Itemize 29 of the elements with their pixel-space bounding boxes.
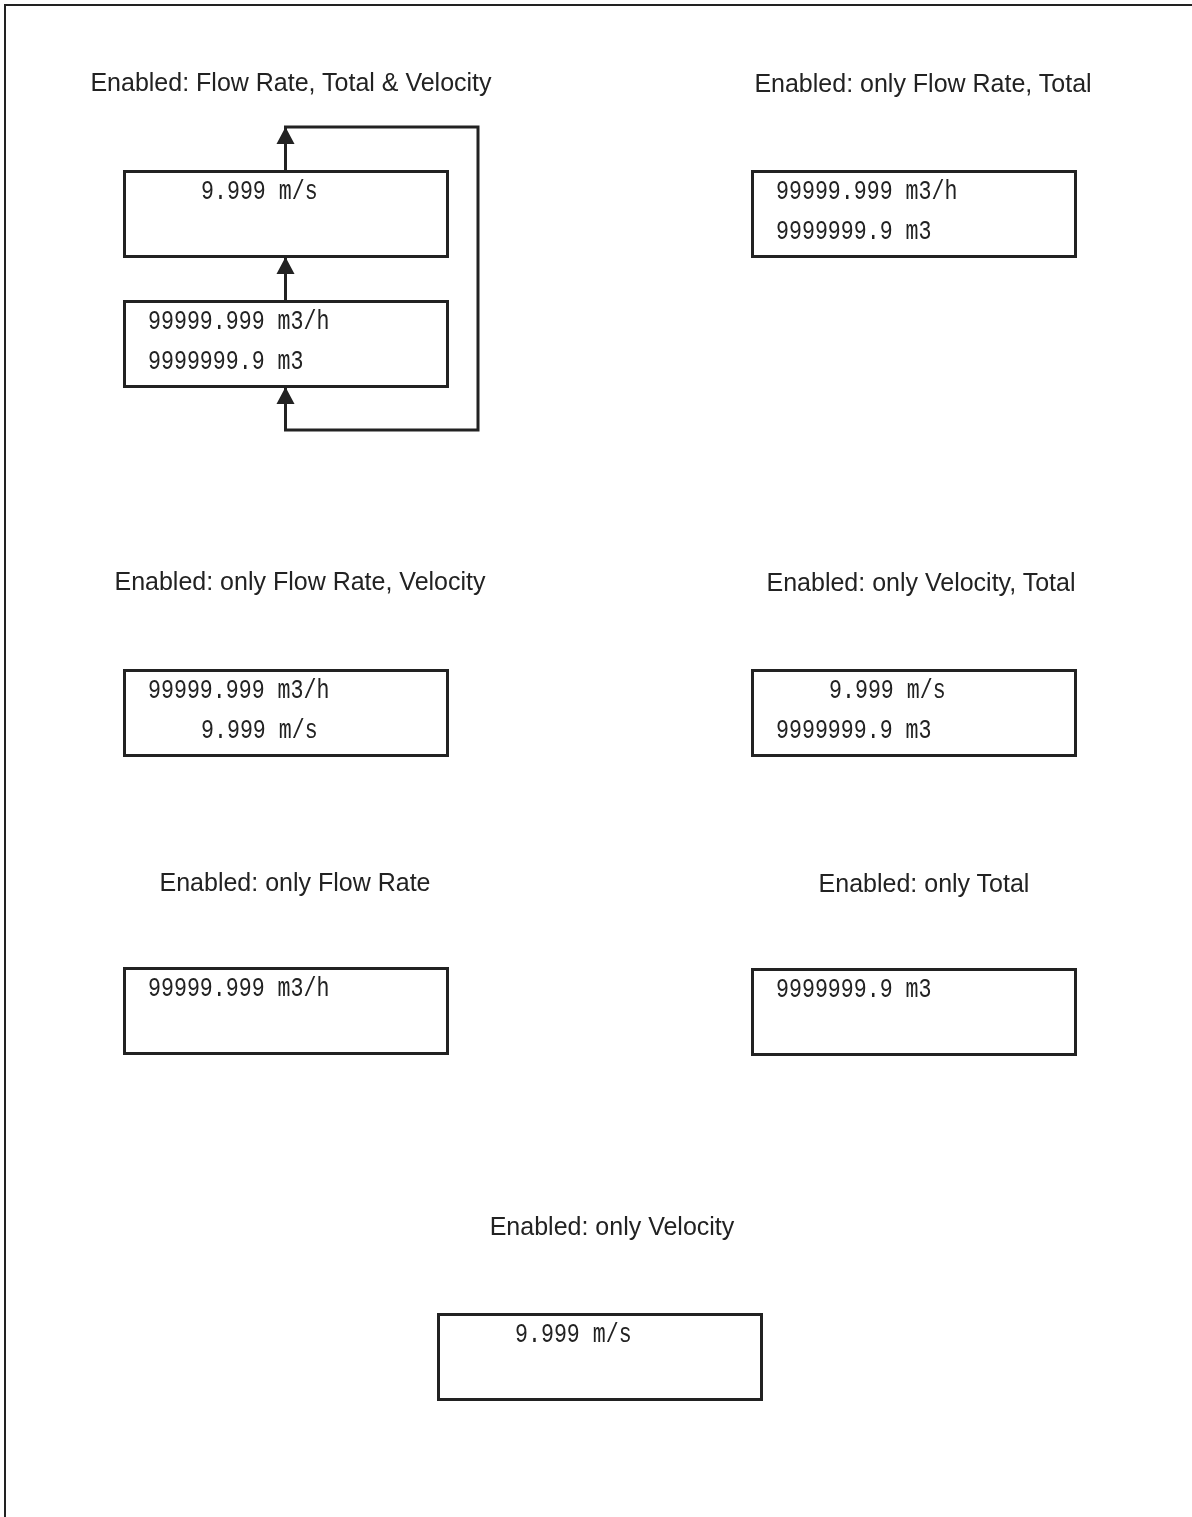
mode-heading: Enabled: only Flow Rate, Total: [754, 68, 1092, 98]
mode-heading: Enabled: only Flow Rate, Velocity: [114, 566, 486, 596]
display-panel: [123, 170, 449, 258]
display-reading: 99999.999 m3/h: [776, 176, 958, 208]
arrow: [276, 257, 295, 300]
display-panel: [751, 669, 1077, 757]
mode-heading: Enabled: only Total: [818, 868, 1030, 898]
display-reading: 9.999 m/s: [829, 675, 946, 707]
display-panel: [123, 967, 449, 1055]
display-panel: [123, 669, 449, 757]
display-reading: 9.999 m/s: [515, 1319, 632, 1351]
display-reading: 99999.999 m3/h: [148, 675, 330, 707]
display-reading: 99999.999 m3/h: [148, 973, 330, 1005]
display-panel: [437, 1313, 763, 1401]
display-panel: [751, 170, 1077, 258]
display-reading: 9999999.9 m3: [148, 346, 304, 378]
arrow: [276, 125, 480, 432]
mode-heading: Enabled: only Velocity, Total: [766, 567, 1076, 597]
display-panel: [123, 300, 449, 388]
mode-heading: Enabled: only Flow Rate: [159, 867, 431, 897]
display-reading: 9999999.9 m3: [776, 974, 932, 1006]
display-reading: 9.999 m/s: [201, 715, 318, 747]
mode-heading: Enabled: only Velocity: [489, 1211, 735, 1241]
mode-heading: Enabled: Flow Rate, Total & Velocity: [90, 67, 492, 97]
display-reading: 9999999.9 m3: [776, 715, 932, 747]
display-reading: 9.999 m/s: [201, 176, 318, 208]
display-reading: 9999999.9 m3: [776, 216, 932, 248]
display-reading: 99999.999 m3/h: [148, 306, 330, 338]
display-panel: [751, 968, 1077, 1056]
